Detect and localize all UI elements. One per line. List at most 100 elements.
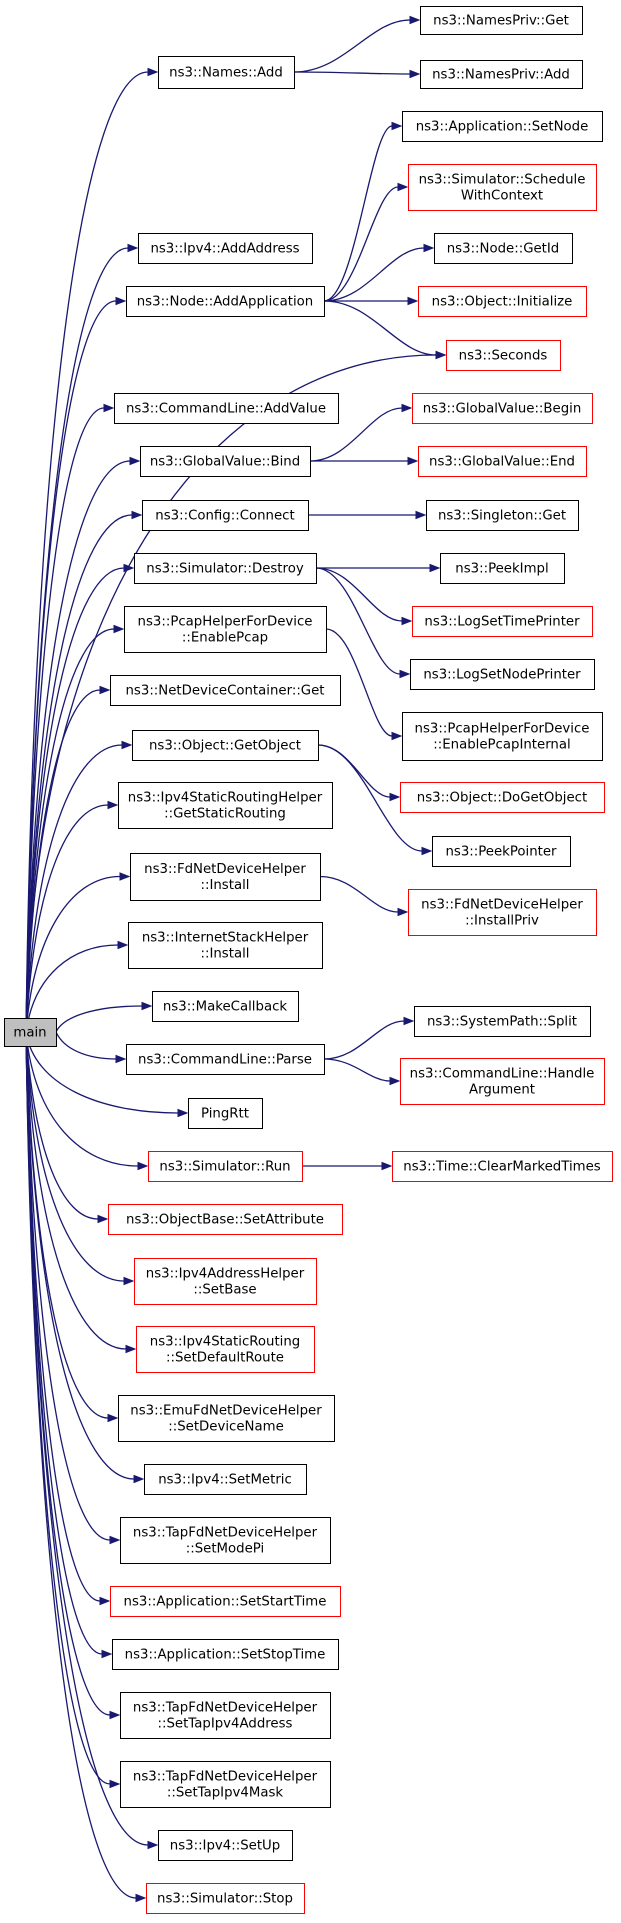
node-cmd-parse[interactable]: ns3::CommandLine::Parse xyxy=(126,1044,325,1075)
edge-line xyxy=(25,1031,139,1167)
node-tapfdndh-settapipv4address[interactable]: ns3::TapFdNetDeviceHelper::SetTapIpv4Add… xyxy=(120,1692,331,1739)
arrowhead-icon xyxy=(115,296,127,306)
arrowhead-icon xyxy=(103,403,115,413)
node-box xyxy=(124,606,327,653)
node-app-setstarttime[interactable]: ns3::Application::SetStartTime xyxy=(110,1586,341,1617)
node-sim-run[interactable]: ns3::Simulator::Run xyxy=(148,1151,303,1182)
node-gv-begin[interactable]: ns3::GlobalValue::Begin xyxy=(412,393,593,424)
node-sim-stop[interactable]: ns3::Simulator::Stop xyxy=(146,1883,305,1914)
call-edge xyxy=(25,872,131,1033)
node-box xyxy=(158,56,295,89)
node-label: ns3::PcapHelperForDevice xyxy=(415,722,590,737)
node-pcap-enablepcapinternal[interactable]: ns3::PcapHelperForDevice::EnablePcapInte… xyxy=(402,712,603,761)
node-pingrtt[interactable]: PingRtt xyxy=(188,1098,263,1129)
node-objbase-setattribute[interactable]: ns3::ObjectBase::SetAttribute xyxy=(108,1204,343,1235)
edge-line xyxy=(25,1031,125,1282)
node-object-dogetobject[interactable]: ns3::Object::DoGetObject xyxy=(400,782,605,813)
call-edge xyxy=(25,1031,145,1484)
node-box xyxy=(120,1517,331,1564)
node-box xyxy=(420,60,583,89)
edge-line xyxy=(25,804,109,1033)
node-namespriv-get[interactable]: ns3::NamesPriv::Get xyxy=(420,6,583,35)
node-ipv4srh-getstaticrouting[interactable]: ns3::Ipv4StaticRoutingHelper::GetStaticR… xyxy=(118,782,333,829)
call-edge xyxy=(25,1031,111,1606)
node-box xyxy=(4,1018,57,1047)
node-syspath-split[interactable]: ns3::SystemPath::Split xyxy=(414,1006,591,1037)
node-box xyxy=(148,1151,303,1182)
node-logsetnodeprinter[interactable]: ns3::LogSetNodePrinter xyxy=(410,659,595,690)
edge-line xyxy=(25,407,105,1033)
node-ipv4-setmetric[interactable]: ns3::Ipv4::SetMetric xyxy=(144,1464,307,1495)
arrowhead-icon xyxy=(109,1779,121,1789)
node-tapfdndh-settapipv4mask[interactable]: ns3::TapFdNetDeviceHelper::SetTapIpv4Mas… xyxy=(120,1761,331,1808)
call-edge xyxy=(323,1058,401,1086)
node-label: ::SetDefaultRoute xyxy=(166,1351,284,1366)
node-label: ns3::Ipv4AddressHelper xyxy=(146,1267,305,1282)
node-object-initialize[interactable]: ns3::Object::Initialize xyxy=(418,286,587,317)
call-edge xyxy=(309,403,413,462)
call-edge xyxy=(25,1031,109,1224)
node-pcap-enablepcap[interactable]: ns3::PcapHelperForDevice::EnablePcap xyxy=(124,606,327,653)
node-ipv4ah-setbase[interactable]: ns3::Ipv4AddressHelper::SetBase xyxy=(134,1258,317,1305)
node-ndc-get[interactable]: ns3::NetDeviceContainer::Get xyxy=(110,675,341,706)
node-namespriv-add[interactable]: ns3::NamesPriv::Add xyxy=(420,60,583,89)
node-fdndh-installpriv[interactable]: ns3::FdNetDeviceHelper::InstallPriv xyxy=(408,889,597,936)
node-label: ns3::GlobalValue::Begin xyxy=(423,402,582,417)
call-edge xyxy=(25,740,133,1033)
node-node-addapplication[interactable]: ns3::Node::AddApplication xyxy=(126,286,325,317)
arrowhead-icon xyxy=(127,243,139,253)
node-label: ns3::Node::GetId xyxy=(447,242,560,257)
node-object-getobject[interactable]: ns3::Object::GetObject xyxy=(132,730,319,761)
node-label: ns3::PeekPointer xyxy=(445,845,557,860)
node-main[interactable]: main xyxy=(4,1018,57,1047)
node-label: ns3::EmuFdNetDeviceHelper xyxy=(130,1404,322,1419)
arrowhead-icon xyxy=(147,1840,159,1850)
node-peekpointer[interactable]: ns3::PeekPointer xyxy=(432,836,571,867)
node-emufdndh-setdevicename[interactable]: ns3::EmuFdNetDeviceHelper::SetDeviceName xyxy=(118,1395,335,1442)
edge-line xyxy=(25,744,123,1033)
node-cmd-addvalue[interactable]: ns3::CommandLine::AddValue xyxy=(114,393,339,424)
node-label: ns3::Ipv4::AddAddress xyxy=(150,242,299,257)
node-gv-end[interactable]: ns3::GlobalValue::End xyxy=(418,446,587,477)
call-edge xyxy=(25,563,135,1033)
node-tapfdndh-setmodepi[interactable]: ns3::TapFdNetDeviceHelper::SetModePi xyxy=(120,1517,331,1564)
node-time-clearmarkedtimes[interactable]: ns3::Time::ClearMarkedTimes xyxy=(392,1151,613,1182)
node-ipv4-addaddress[interactable]: ns3::Ipv4::AddAddress xyxy=(138,233,313,264)
arrowhead-icon xyxy=(389,792,401,802)
node-peekimpl[interactable]: ns3::PeekImpl xyxy=(440,553,565,584)
node-makecallback[interactable]: ns3::MakeCallback xyxy=(152,991,299,1022)
node-fdndh-install[interactable]: ns3::FdNetDeviceHelper::Install xyxy=(130,853,321,901)
node-box xyxy=(134,553,317,584)
node-label: ::SetTapIpv4Address xyxy=(158,1717,293,1732)
call-edge xyxy=(25,1031,159,1850)
call-edge xyxy=(316,563,441,573)
node-label: ns3::PeekImpl xyxy=(455,562,548,577)
edge-line xyxy=(25,247,129,1033)
node-label: ns3::PcapHelperForDevice xyxy=(138,615,313,630)
node-box xyxy=(402,712,603,761)
node-box xyxy=(432,836,571,867)
arrowhead-icon xyxy=(177,1108,189,1118)
node-box xyxy=(126,286,325,317)
node-app-setstoptime[interactable]: ns3::Application::SetStopTime xyxy=(112,1639,339,1670)
node-seconds[interactable]: ns3::Seconds xyxy=(446,340,561,371)
node-ipv4-setup[interactable]: ns3::Ipv4::SetUp xyxy=(158,1830,293,1861)
node-sim-destroy[interactable]: ns3::Simulator::Destroy xyxy=(134,553,317,584)
node-gv-bind[interactable]: ns3::GlobalValue::Bind xyxy=(140,446,311,477)
node-ish-install[interactable]: ns3::InternetStackHelper::Install xyxy=(128,922,323,969)
node-singleton-get[interactable]: ns3::Singleton::Get xyxy=(426,500,579,531)
node-config-connect[interactable]: ns3::Config::Connect xyxy=(142,500,309,531)
node-logsettimeprinter[interactable]: ns3::LogSetTimePrinter xyxy=(412,606,593,637)
node-ipv4sr-setdefaultroute[interactable]: ns3::Ipv4StaticRouting::SetDefaultRoute xyxy=(136,1326,315,1373)
call-edge xyxy=(323,296,419,306)
node-app-setnode[interactable]: ns3::Application::SetNode xyxy=(402,111,603,142)
edge-line xyxy=(25,300,117,1033)
node-label: ns3::TapFdNetDeviceHelper xyxy=(133,1526,318,1541)
node-box xyxy=(158,1830,293,1861)
arrowhead-icon xyxy=(381,1161,393,1171)
node-node-getid[interactable]: ns3::Node::GetId xyxy=(434,233,573,264)
node-names-add[interactable]: ns3::Names::Add xyxy=(158,56,295,89)
